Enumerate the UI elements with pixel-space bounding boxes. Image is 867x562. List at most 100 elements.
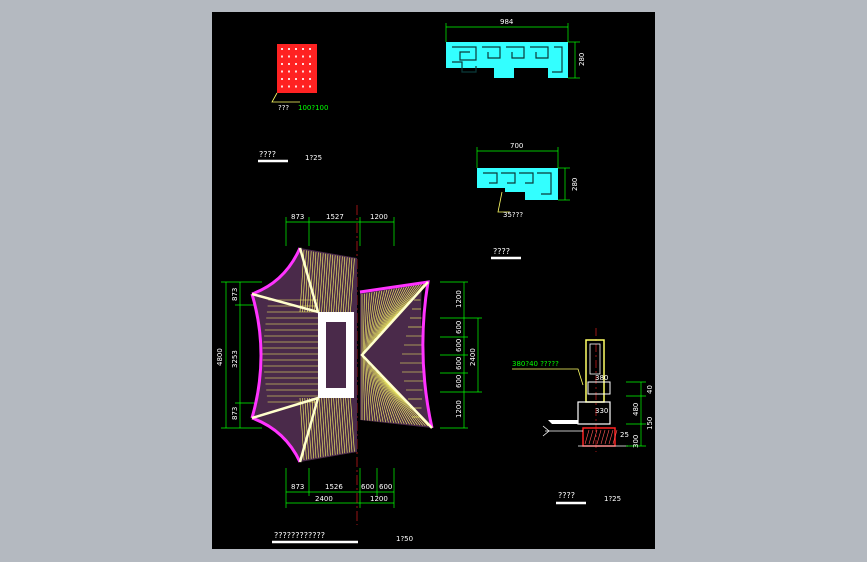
cornice-large-fret [452, 46, 563, 73]
bottom-dim-2: 600 [361, 483, 374, 491]
hatch-line [366, 360, 373, 421]
roof-plan: 873 1527 1200 4800 873 3253 873 [216, 205, 482, 544]
hatch-line [362, 293, 365, 354]
hatch-line [378, 287, 400, 338]
hatch-line [592, 429, 598, 445]
drawing-sheet: ??? 100?100 ???? 1?25 984 280 700 280 35… [212, 12, 655, 549]
roof-right-half [359, 258, 434, 452]
section-dim-1: 330 [595, 407, 608, 415]
hatch-line [371, 365, 384, 422]
hatch-line [335, 397, 341, 455]
hatch-line [345, 397, 350, 453]
roof-plan-top-dimension: 873 1527 1200 [285, 213, 395, 246]
section-scale: 1?25 [604, 495, 621, 503]
tile-dot [309, 85, 311, 88]
hatch-line [596, 429, 602, 445]
hatch-line [384, 379, 413, 425]
title-a-scale: 1?25 [305, 154, 322, 162]
hatch-line [333, 397, 338, 455]
section-dim-0: 380 [595, 374, 608, 382]
hatch-line [350, 397, 355, 452]
hatch-line [326, 397, 331, 456]
hatch-line [362, 356, 365, 421]
title-b-label: ???? [493, 247, 510, 256]
tile-dot [288, 85, 290, 88]
title-b: ???? [491, 247, 521, 260]
cornice-small-leader [497, 191, 510, 213]
roof-plan-right-dimension: 1200 600 600 600 600 1200 2400 [440, 281, 482, 429]
hatch-line [371, 290, 385, 345]
tile-dot [281, 55, 283, 58]
hatch-line [368, 291, 378, 348]
hatch-line [584, 429, 590, 445]
tile-dot [302, 85, 304, 88]
roof-plan-left-dimension: 4800 873 3253 873 [216, 281, 262, 429]
tile-dot [281, 85, 283, 88]
cornice-large-width: 984 [500, 18, 514, 26]
right-total: 2400 [469, 348, 477, 366]
tile-dot [295, 63, 297, 65]
right-dim-5: 1200 [455, 400, 463, 418]
cornice-small-height: 280 [571, 178, 579, 191]
section-beam [587, 381, 611, 395]
tile-detail: ??? 100?100 [271, 44, 328, 112]
section-note: 380?40 ????? [512, 360, 559, 368]
hatch-line [385, 380, 416, 425]
tile-leader [271, 92, 300, 103]
cornice-small: 700 280 35??? [476, 142, 579, 219]
hatch-line [333, 255, 338, 313]
left-total: 4800 [216, 348, 224, 366]
tile-dot [281, 63, 283, 65]
tile-dot [295, 70, 297, 73]
bottom-total-0: 2400 [315, 495, 333, 503]
title-a: ???? 1?25 [258, 150, 322, 163]
hatch-line [378, 372, 400, 424]
hatch-line [304, 397, 310, 460]
tile-dot [281, 78, 283, 80]
hatch-line [382, 376, 408, 425]
roof-right-fill [360, 258, 432, 452]
section-dim-6: 300 [632, 435, 640, 448]
tile-dot [281, 70, 283, 73]
hatch-line [311, 251, 317, 313]
hatch-line [318, 253, 324, 313]
right-dim-0: 1200 [455, 290, 463, 308]
hatch-line [380, 375, 405, 424]
right-dim-2: 600 [455, 339, 463, 352]
hatch-line [370, 290, 383, 346]
tile-dots [281, 48, 311, 88]
hatch-line [600, 429, 606, 445]
eave-section: 380?40 ????? 380 330 480 40 150 25 300 ?… [512, 328, 654, 505]
tile-dot [309, 48, 311, 50]
hatch-line [328, 397, 334, 456]
hatch-line [321, 397, 326, 457]
tile-dot [288, 63, 290, 65]
tile-dot [288, 78, 290, 80]
tile-dot [302, 48, 304, 50]
roof-rafters-left [262, 249, 355, 461]
tile-dot [309, 78, 311, 80]
hatch-line [383, 377, 410, 425]
hatch-line [372, 289, 388, 344]
hatch-line [365, 358, 371, 421]
roof-plan-title: ???????????? [274, 531, 325, 540]
hatch-line [342, 257, 348, 313]
hatch-line [350, 258, 355, 313]
cornice-small-width: 700 [510, 142, 523, 150]
hatch-line [330, 255, 336, 313]
section-dim-4: 150 [646, 417, 654, 430]
tile-dot [288, 48, 290, 50]
tile-dot [288, 55, 290, 58]
hatch-line [309, 397, 314, 459]
hatch-line [608, 429, 614, 445]
hatch-line [372, 366, 387, 423]
top-dim-0: 873 [291, 213, 304, 221]
hatch-line [383, 286, 410, 333]
hatch-line [302, 397, 307, 460]
cornice-large: 984 280 [445, 18, 586, 79]
hatch-line [365, 292, 370, 352]
hatch-line [366, 292, 373, 351]
hatch-line [381, 286, 407, 334]
hatch-line [380, 287, 405, 335]
